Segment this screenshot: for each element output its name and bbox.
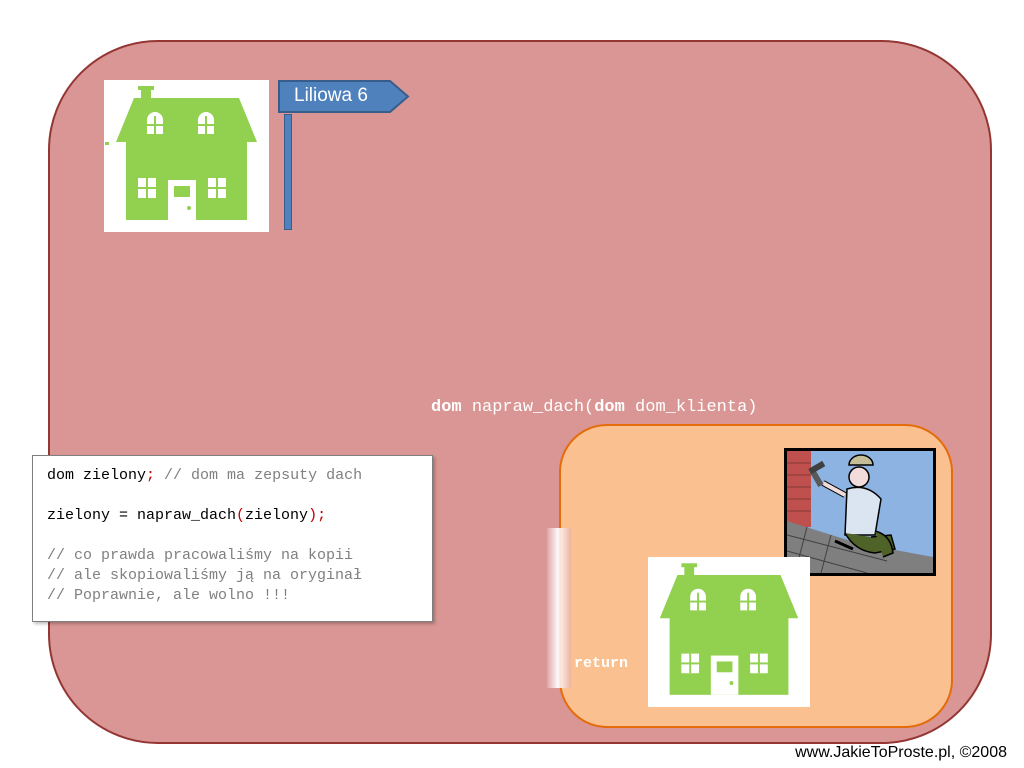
return-bar bbox=[547, 528, 571, 688]
code-comment-line: // Poprawnie, ale wolno !!! bbox=[47, 587, 291, 604]
footer-credit: www.JakieToProste.pl, ©2008 bbox=[795, 744, 1007, 761]
code-comment-inline: // dom ma zepsuty dach bbox=[155, 467, 363, 484]
street-sign-label: Liliowa 6 bbox=[294, 85, 368, 106]
house-copy-icon bbox=[648, 557, 810, 707]
function-signature: dom napraw_dach(dom dom_klienta) bbox=[431, 398, 757, 417]
code-call-arg: zielony bbox=[245, 507, 309, 524]
code-semicolon: ; bbox=[146, 467, 156, 484]
code-close: ); bbox=[308, 507, 327, 524]
sign-post bbox=[284, 114, 292, 230]
code-comment-line: // ale skopiowaliśmy ją na oryginał bbox=[47, 567, 363, 584]
signature-function-name: napraw_dach( bbox=[471, 398, 595, 417]
code-line-declaration: dom zielony; // dom ma zepsuty dach bbox=[47, 466, 432, 486]
roofer-worker-icon bbox=[784, 448, 936, 576]
code-box: dom zielony; // dom ma zepsuty dach ziel… bbox=[32, 455, 433, 622]
code-open-paren: ( bbox=[236, 507, 246, 524]
street-sign-icon: Liliowa 6 bbox=[278, 80, 410, 113]
signature-param-name: dom_klienta) bbox=[635, 398, 758, 417]
house-icon bbox=[104, 80, 269, 232]
code-call-lhs: zielony = napraw_dach bbox=[47, 507, 237, 524]
signature-return-type: dom bbox=[431, 398, 462, 417]
code-line-call: zielony = napraw_dach(zielony); bbox=[47, 506, 432, 526]
return-label: return bbox=[574, 655, 629, 672]
code-decl: dom zielony bbox=[47, 467, 147, 484]
code-comment-line: // co prawda pracowaliśmy na kopii bbox=[47, 547, 354, 564]
signature-param-type: dom bbox=[594, 398, 625, 417]
